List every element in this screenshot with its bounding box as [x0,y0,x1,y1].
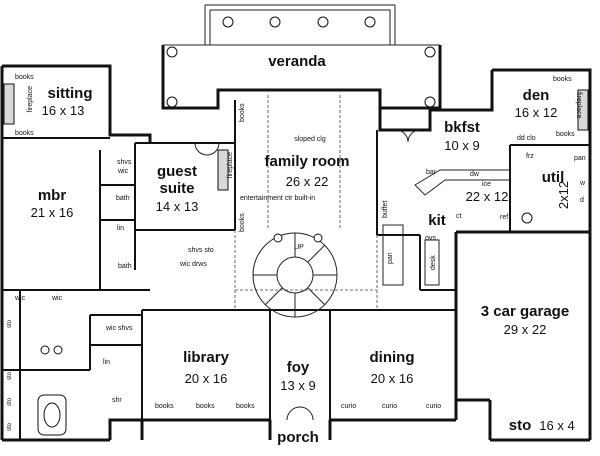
washer-label: w [579,180,586,187]
room-labels: veranda sitting 16 x 13 mbr 21 x 16 gues… [31,53,575,446]
kitchen-island [382,169,511,286]
sitting-dim: 16 x 13 [42,103,85,118]
interior-walls [2,100,590,440]
curio-1: curio [341,403,356,410]
pan-util-label: pan [574,155,586,162]
mbr-dim: 21 x 16 [31,205,74,220]
den-dim: 16 x 12 [515,105,558,120]
dd-clo-label: dd clo [517,135,536,142]
guest-suite-dim: 14 x 13 [156,199,199,214]
garage-label: 3 car garage [481,303,569,320]
library-dim: 20 x 16 [185,371,228,386]
kit-label: kit [428,212,446,229]
shvs-wic-label-2: wic [117,168,129,175]
lin-lower-label: lin [103,359,110,366]
dryer-label: d [580,197,584,204]
wic-left-label: wic [14,295,26,302]
fireplaces [3,83,589,191]
frz-label: frz [526,153,534,160]
annotation-labels: books books books books books books book… [7,74,586,431]
sto-closet-4: sto [7,422,13,431]
wic-drws-label: wic drws [179,261,207,268]
ovs-label: ovs [425,235,436,242]
util-dim: 2x12 [556,181,571,209]
bath-upper-label: bath [116,195,130,202]
bkfst-dim: 10 x 9 [444,138,479,153]
sinks [40,212,533,355]
sto-dim: 16 x 4 [539,418,574,433]
curio-2: curio [382,403,397,410]
family-room-label: family room [264,153,349,170]
sto-closet-1: sto [7,319,13,328]
util-label: util [542,169,565,186]
sto-closet-3: sto [7,397,13,406]
ct-label: ct [456,213,462,220]
pan-kit-label: pan [387,252,394,264]
library-label: library [183,349,230,366]
books-sitting-top: books [15,74,34,81]
shvs-sto-label: shvs sto [188,247,214,254]
desk-label: desk [430,255,437,270]
books-family-lower: books [239,213,246,232]
books-sitting-bottom: books [15,130,34,137]
garage-dim: 29 x 22 [504,322,547,337]
dining-label: dining [370,349,415,366]
veranda-label: veranda [268,53,326,70]
books-den-bottom: books [556,131,575,138]
family-room-dim: 26 x 22 [286,174,329,189]
doors [194,129,421,421]
dw-label: dw [470,171,480,178]
shr-label: shr [112,397,122,404]
books-family-left: books [239,103,246,122]
spiral-staircase [252,232,338,318]
ice-label: ice [482,181,491,188]
sto-label: sto [509,417,532,434]
bathtub [37,394,67,436]
wic-shvs-label: wic shvs [105,325,133,332]
books-library-3: books [236,403,255,410]
curio-3: curio [426,403,441,410]
fireplace-sitting: fireplace [27,86,34,113]
entertainment-label: entertainment ctr built-in [240,195,315,202]
books-library-2: books [196,403,215,410]
sloped-clg-label: sloped clg [294,136,326,143]
den-label: den [523,87,550,104]
fireplace-den: fireplace [575,92,582,119]
wic-right-label: wic [51,295,63,302]
dining-dim: 20 x 16 [371,371,414,386]
fireplace-family: fireplace [227,152,234,179]
books-library-1: books [155,403,174,410]
lin-upper-label: lin [117,225,124,232]
sto-closet-2: sto [7,371,13,380]
bar-label: bar [426,169,437,176]
buffet-label: buffet [382,201,389,218]
books-den-top: books [553,76,572,83]
shvs-wic-label-1: shvs [117,159,132,166]
sitting-label: sitting [48,85,93,102]
foy-label: foy [287,359,310,376]
foy-dim: 13 x 9 [280,378,315,393]
porch-label: porch [277,429,319,446]
guest-suite-label-1: guest [157,163,197,180]
bkfst-label: bkfst [444,119,480,136]
ref-label: ref [500,214,508,221]
exterior-walls [0,4,592,442]
bath-lower-label: bath [118,263,132,270]
up-label: UP [294,244,304,251]
ceiling-lines [234,95,378,310]
mbr-label: mbr [38,187,67,204]
guest-suite-label-2: suite [159,180,194,197]
kit-dim: 22 x 12 [466,189,509,204]
veranda-columns [166,16,436,108]
